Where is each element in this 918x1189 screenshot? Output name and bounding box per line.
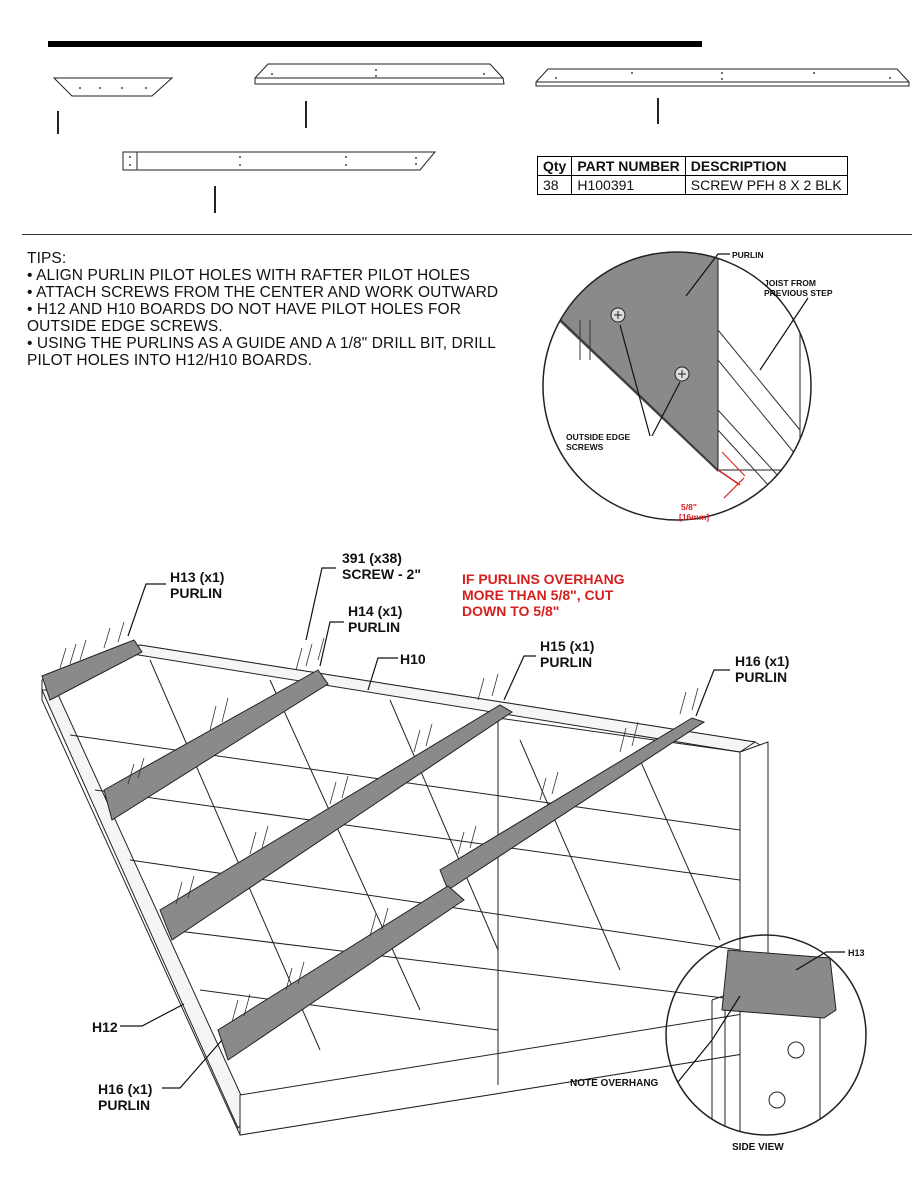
- purlin-h15: [159, 704, 513, 941]
- label-h14-purlin: PURLIN: [348, 619, 400, 635]
- detail-dim-label-2: [16mm]: [679, 512, 709, 522]
- detail-dim-label: 5/8": [681, 502, 697, 512]
- part-h13-illustration: [52, 77, 174, 134]
- label-h15-purlin: PURLIN: [540, 654, 592, 670]
- tip-line: • ALIGN PURLIN PILOT HOLES WITH RAFTER P…: [27, 267, 471, 284]
- tips-block: TIPS: • ALIGN PURLIN PILOT HOLES WITH RA…: [27, 250, 547, 369]
- tip-line: PILOT HOLES INTO H12/H10 BOARDS.: [27, 352, 313, 369]
- side-view-caption: SIDE VIEW: [732, 1142, 784, 1153]
- detail-circle-top: [542, 251, 812, 521]
- detail-joist-label-2: PREVIOUS STEP: [764, 288, 833, 298]
- side-view-overhang-label: NOTE OVERHANG: [570, 1078, 659, 1089]
- purlin-h16-right: [439, 717, 706, 891]
- screw-icon: [610, 307, 690, 382]
- label-screw-qty: 391 (x38): [342, 550, 402, 566]
- tips-title: TIPS:: [27, 250, 67, 267]
- purlin-h13: [41, 639, 143, 701]
- label-h16-right-purlin: PURLIN: [735, 669, 787, 685]
- table-row: 38 H100391 SCREW PFH 8 X 2 BLK: [536, 175, 848, 195]
- cell-part-number: H100391: [571, 175, 686, 195]
- detail-screws-label: OUTSIDE EDGE: [566, 432, 631, 442]
- purlin-h16-left: [217, 885, 465, 1061]
- label-h16-left-purlin: PURLIN: [98, 1097, 150, 1113]
- parts-table: Qty PART NUMBER DESCRIPTION 38 H100391 S…: [536, 156, 848, 195]
- part-h15-illustration: [535, 68, 910, 124]
- header-rule: [48, 41, 702, 47]
- leader-lines: [120, 567, 730, 1089]
- label-h16-left: H16 (x1): [98, 1081, 152, 1097]
- side-view-h13-label: H13: [848, 948, 865, 958]
- purlin-h14: [103, 669, 329, 821]
- purlins: [41, 639, 706, 1061]
- detail-circle-side: [665, 934, 867, 1136]
- roof-frame: [41, 644, 769, 1136]
- tip-line: • H12 AND H10 BOARDS DO NOT HAVE PILOT H…: [27, 301, 462, 318]
- label-h13: H13 (x1): [170, 569, 224, 585]
- cell-qty: 38: [536, 175, 573, 195]
- label-screw-desc: SCREW - 2": [342, 566, 421, 582]
- tip-line: • ATTACH SCREWS FROM THE CENTER AND WORK…: [27, 284, 499, 301]
- screw-icons: [59, 621, 699, 1023]
- section-divider: [22, 234, 912, 235]
- label-h13-purlin: PURLIN: [170, 585, 222, 601]
- part-h14-illustration: [254, 63, 505, 128]
- cell-description: SCREW PFH 8 X 2 BLK: [684, 175, 848, 195]
- label-h12: H12: [92, 1019, 118, 1035]
- tip-line: • USING THE PURLINS AS A GUIDE AND A 1/8…: [27, 335, 496, 352]
- tip-line: OUTSIDE EDGE SCREWS.: [27, 318, 223, 335]
- label-h14: H14 (x1): [348, 603, 402, 619]
- detail-joist-label: JOIST FROM: [764, 278, 816, 288]
- label-h16-right: H16 (x1): [735, 653, 789, 669]
- detail-purlin-label: PURLIN: [732, 250, 764, 260]
- col-qty: Qty: [536, 156, 573, 176]
- warning-line-1: IF PURLINS OVERHANG: [462, 571, 625, 587]
- col-description: DESCRIPTION: [684, 156, 848, 176]
- detail-screws-label-2: SCREWS: [566, 442, 604, 452]
- part-h16-illustration: [122, 151, 437, 213]
- parts-table-header: Qty PART NUMBER DESCRIPTION: [536, 156, 848, 176]
- label-h10: H10: [400, 651, 426, 667]
- warning-line-3: DOWN TO 5/8": [462, 603, 559, 619]
- warning-line-2: MORE THAN 5/8", CUT: [462, 587, 614, 603]
- label-h15: H15 (x1): [540, 638, 594, 654]
